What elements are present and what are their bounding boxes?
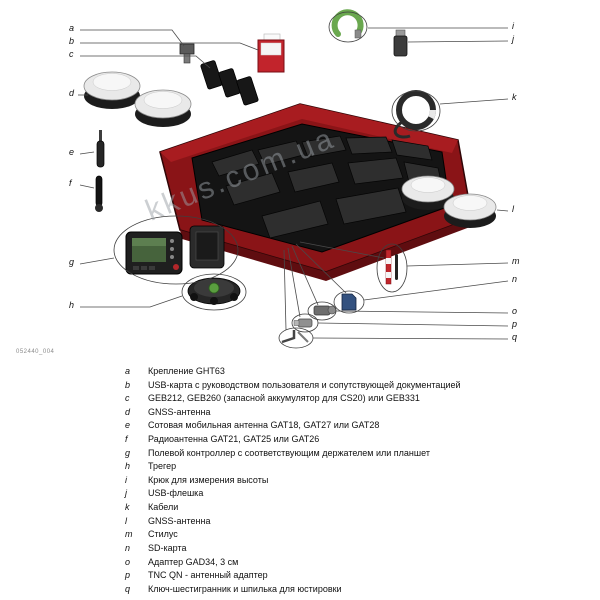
- legend-text: TNC QN - антенный адаптер: [148, 570, 268, 581]
- legend-text: Сотовая мобильная антенна GAT18, GAT27 и…: [148, 420, 380, 431]
- diagram-label-a: a: [69, 23, 75, 33]
- diagram-label-h: h: [69, 300, 75, 310]
- figure-code: 052440_004: [16, 349, 55, 355]
- legend-key: l: [125, 515, 127, 526]
- diagram-label-q: q: [512, 332, 518, 342]
- battery-icons: [200, 60, 259, 106]
- legend-key: o: [125, 556, 131, 567]
- gnss-antenna-icon-l1: [401, 175, 455, 210]
- gnss-antenna-icon-d1: [83, 71, 141, 109]
- legend-text: Ключ-шестигранник и шпилька для юстировк…: [148, 583, 342, 594]
- legend-text: Стилус: [148, 529, 178, 540]
- height-hook-icon: [331, 9, 364, 39]
- field-controller-icon: [125, 225, 225, 275]
- legend-text: Кабели: [148, 502, 179, 513]
- legend-text: Полевой контроллер с соответствующим дер…: [148, 447, 430, 458]
- cables-icon: [393, 90, 436, 139]
- diagram-illustration: [78, 9, 509, 349]
- legend-row-m: m Стилус: [125, 529, 600, 540]
- diagram-label-n: n: [512, 274, 518, 284]
- legend-key: f: [125, 434, 128, 445]
- legend-key: n: [125, 542, 131, 553]
- gnss-antenna-icon-l2: [443, 193, 497, 228]
- legend-text: GNSS-антенна: [148, 406, 211, 417]
- legend-row-h: h Трегер: [125, 461, 600, 472]
- legend-row-j: j USB-флешка: [125, 488, 600, 499]
- legend-text: GEB212, GEB260 (запасной аккумулятор для…: [148, 393, 420, 404]
- gad34-adapter-icon: [313, 305, 337, 316]
- legend-text: Радиоантенна GAT21, GAT25 или GAT26: [148, 434, 320, 445]
- diagram-label-g: g: [69, 257, 75, 267]
- legend-text: USB-карта с руководством пользователя и …: [148, 379, 461, 390]
- legend-key: b: [125, 379, 131, 390]
- transport-case: [159, 103, 473, 281]
- legend-text: SD-карта: [148, 542, 187, 553]
- hex-key-icon: [281, 330, 309, 344]
- legend-text: Крепление GHT63: [148, 366, 225, 376]
- diagram-label-b: b: [69, 36, 75, 46]
- legend-row-l: l GNSS-антенна: [125, 516, 600, 527]
- diagram-label-i: i: [512, 21, 514, 31]
- case-contents-diagram: a b c d e f g h i j k l m n o p q kkus.c…: [16, 9, 520, 355]
- gnss-antenna-icon-d2: [134, 89, 192, 127]
- diagram-label-e: e: [69, 147, 75, 157]
- legend-key: h: [125, 461, 131, 472]
- legend-key: p: [125, 570, 131, 581]
- legend-row-g: g Полевой контроллер с соответствующим де…: [125, 448, 600, 459]
- legend-row-k: k Кабели: [125, 502, 600, 513]
- legend-key: e: [125, 420, 131, 431]
- usb-flash-icon: [393, 29, 408, 57]
- legend-row-c: c GEB212, GEB260 (запасной аккумулятор дл…: [125, 393, 600, 404]
- stylus-icon: [385, 249, 398, 285]
- legend-text: Трегер: [148, 461, 177, 472]
- legend-list: a Крепление GHT63 b USB-карта с руководств…: [125, 366, 600, 594]
- diagram-label-k: k: [512, 92, 517, 102]
- legend-row-b: b USB-карта с руководством пользователя и…: [125, 380, 600, 391]
- legend-key: k: [125, 502, 130, 513]
- callout-bubbles: [113, 11, 441, 349]
- diagram-label-j: j: [512, 34, 514, 44]
- diagram-label-c: c: [69, 49, 74, 59]
- legend-row-d: d GNSS-антенна: [125, 407, 600, 418]
- legend-row-n: n SD-карта: [125, 543, 600, 554]
- diagram-label-o: o: [512, 306, 518, 316]
- legend-key: m: [125, 529, 133, 540]
- radio-antenna-icon: [95, 175, 103, 212]
- diagram-label-f: f: [69, 178, 72, 188]
- cell-antenna-icon: [96, 130, 105, 168]
- legend-text: USB-флешка: [148, 488, 204, 499]
- legend-key: i: [125, 474, 127, 485]
- legend-text: Крюк для измерения высоты: [148, 474, 269, 485]
- legend-text: GNSS-антенна: [148, 515, 211, 526]
- legend-row-p: p TNC QN - антенный адаптер: [125, 570, 600, 581]
- legend-key: d: [125, 406, 131, 417]
- usb-doc-card-icon: [257, 33, 285, 73]
- legend-key: g: [125, 447, 131, 458]
- legend-row-o: o Адаптер GAD34, 3 см: [125, 557, 600, 568]
- diagram-label-p: p: [512, 319, 518, 329]
- legend-row-f: f Радиоантенна GAT21, GAT25 или GAT26: [125, 434, 600, 445]
- diagram-label-m: m: [512, 256, 520, 266]
- legend-key: j: [125, 488, 127, 499]
- legend-key: a: [125, 366, 131, 376]
- legend-row-e: e Сотовая мобильная антенна GAT18, GAT27 …: [125, 420, 600, 431]
- tribrach-icon: [187, 277, 241, 305]
- legend-text: Адаптер GAD34, 3 см: [148, 556, 239, 567]
- legend-row-q: q Ключ-шестигранник и шпилька для юстиров…: [125, 584, 600, 595]
- tnc-qn-adapter-icon: [293, 318, 313, 328]
- ght63-mount-icon: [179, 43, 195, 64]
- legend-key: q: [125, 583, 131, 594]
- legend-row-i: i Крюк для измерения высоты: [125, 475, 600, 486]
- callout-lines: [78, 27, 509, 340]
- sd-card-icon: [341, 293, 357, 311]
- diagram-label-l: l: [512, 204, 514, 214]
- foam-slots: [211, 135, 443, 239]
- legend-row-a: a Крепление GHT63: [125, 366, 600, 377]
- legend-key: c: [125, 393, 130, 404]
- diagram-label-d: d: [69, 88, 75, 98]
